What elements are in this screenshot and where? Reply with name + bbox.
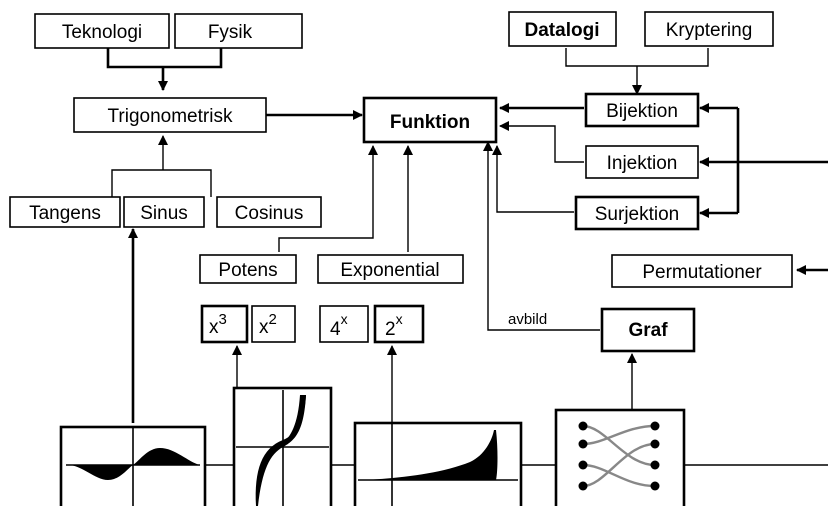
node-label: Teknologi xyxy=(62,22,142,43)
node-label: Datalogi xyxy=(525,20,600,41)
node-bijektion: Bijektion xyxy=(584,92,700,128)
base: x xyxy=(259,317,269,338)
exponent: 2 xyxy=(269,311,277,328)
sine-wave-icon xyxy=(59,425,207,506)
node-label: Injektion xyxy=(607,153,678,174)
node-surjektion: Surjektion xyxy=(574,195,700,231)
node-cosinus: Cosinus xyxy=(216,196,322,228)
mapping-graph-icon xyxy=(554,408,686,506)
node-label: Graf xyxy=(628,320,668,341)
exponential-curve-icon xyxy=(353,421,523,506)
exponent: x xyxy=(341,311,348,327)
node-exponential: Exponential xyxy=(317,254,464,284)
base: x xyxy=(209,317,219,338)
node-label: Exponential xyxy=(340,260,439,281)
connectors xyxy=(106,48,828,466)
node-label: Cosinus xyxy=(235,203,304,224)
cubic-curve-icon xyxy=(232,386,333,506)
node-permutationer: Permutationer xyxy=(611,254,793,288)
node-label: Bijektion xyxy=(606,101,678,122)
node-sinus: Sinus xyxy=(123,196,205,228)
exponent: x xyxy=(396,311,403,327)
node-label: x3 xyxy=(209,311,227,338)
exponent: 3 xyxy=(219,311,227,328)
node-label: x2 xyxy=(259,311,277,338)
node-potens: Potens xyxy=(199,254,297,284)
node-x-cubed: x3 xyxy=(200,304,249,344)
node-tangens: Tangens xyxy=(9,196,121,228)
base: 2 xyxy=(385,319,396,340)
node-label: 2x xyxy=(385,311,403,340)
node-four-power-x: 4x xyxy=(319,305,369,343)
node-label: Fysik xyxy=(208,22,253,43)
node-label: Potens xyxy=(218,260,277,281)
node-trigonometrisk: Trigonometrisk xyxy=(73,97,267,133)
node-label: Permutationer xyxy=(642,262,762,283)
node-label: Tangens xyxy=(29,203,101,224)
node-kryptering: Kryptering xyxy=(644,11,774,47)
node-x-squared: x2 xyxy=(251,305,296,343)
node-label: Sinus xyxy=(140,203,188,224)
node-label: 4x xyxy=(330,311,348,340)
node-two-power-x: 2x xyxy=(373,304,425,344)
node-label: Trigonometrisk xyxy=(108,106,233,127)
edge-label-avbild: avbild xyxy=(508,311,547,328)
node-datalogi: Datalogi xyxy=(508,11,617,47)
node-graf: Graf xyxy=(600,307,696,353)
node-label: Funktion xyxy=(390,112,470,133)
node-injektion: Injektion xyxy=(585,145,699,179)
base: 4 xyxy=(330,319,341,340)
node-label: Surjektion xyxy=(595,204,680,225)
node-fysik: Fysik xyxy=(174,13,303,49)
node-label: Kryptering xyxy=(666,20,753,41)
node-funktion: Funktion xyxy=(362,96,498,144)
node-teknologi: Teknologi xyxy=(34,13,170,49)
